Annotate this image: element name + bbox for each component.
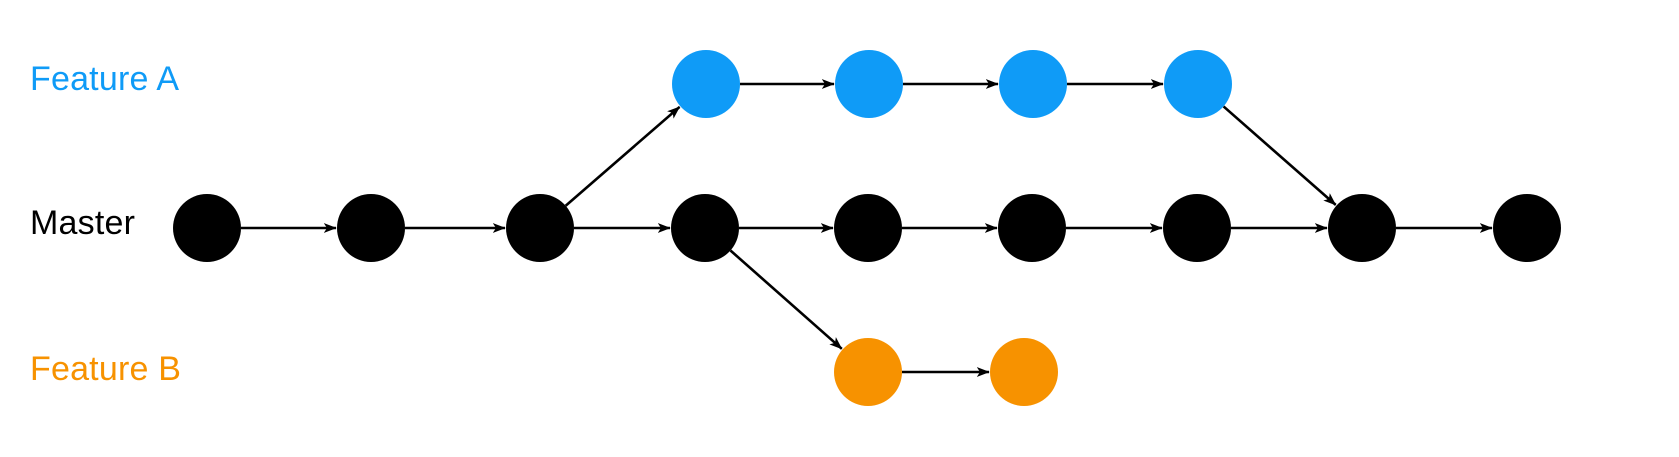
lane-label-master: Master — [30, 204, 136, 242]
commit-node-feature-a-3[interactable] — [999, 50, 1067, 118]
commit-node-master-8[interactable] — [1328, 194, 1396, 262]
commit-node-master-2[interactable] — [337, 194, 405, 262]
lane-label-feature-a: Feature A — [30, 60, 180, 98]
commit-node-master-4[interactable] — [671, 194, 739, 262]
commit-edge — [1222, 105, 1337, 206]
commit-node-feature-b-1[interactable] — [834, 338, 902, 406]
nodes-layer — [173, 50, 1561, 406]
commit-node-feature-a-1[interactable] — [672, 50, 740, 118]
commit-node-feature-b-2[interactable] — [990, 338, 1058, 406]
commit-node-master-3[interactable] — [506, 194, 574, 262]
commit-node-master-9[interactable] — [1493, 194, 1561, 262]
commit-node-master-1[interactable] — [173, 194, 241, 262]
commit-edge — [729, 249, 843, 350]
commit-node-feature-a-2[interactable] — [835, 50, 903, 118]
commit-node-feature-a-4[interactable] — [1164, 50, 1232, 118]
commit-node-master-5[interactable] — [834, 194, 902, 262]
commit-edge — [564, 105, 681, 207]
commit-node-master-7[interactable] — [1163, 194, 1231, 262]
edges-layer — [241, 79, 1493, 377]
commit-node-master-6[interactable] — [998, 194, 1066, 262]
lane-label-feature-b: Feature B — [30, 350, 182, 388]
